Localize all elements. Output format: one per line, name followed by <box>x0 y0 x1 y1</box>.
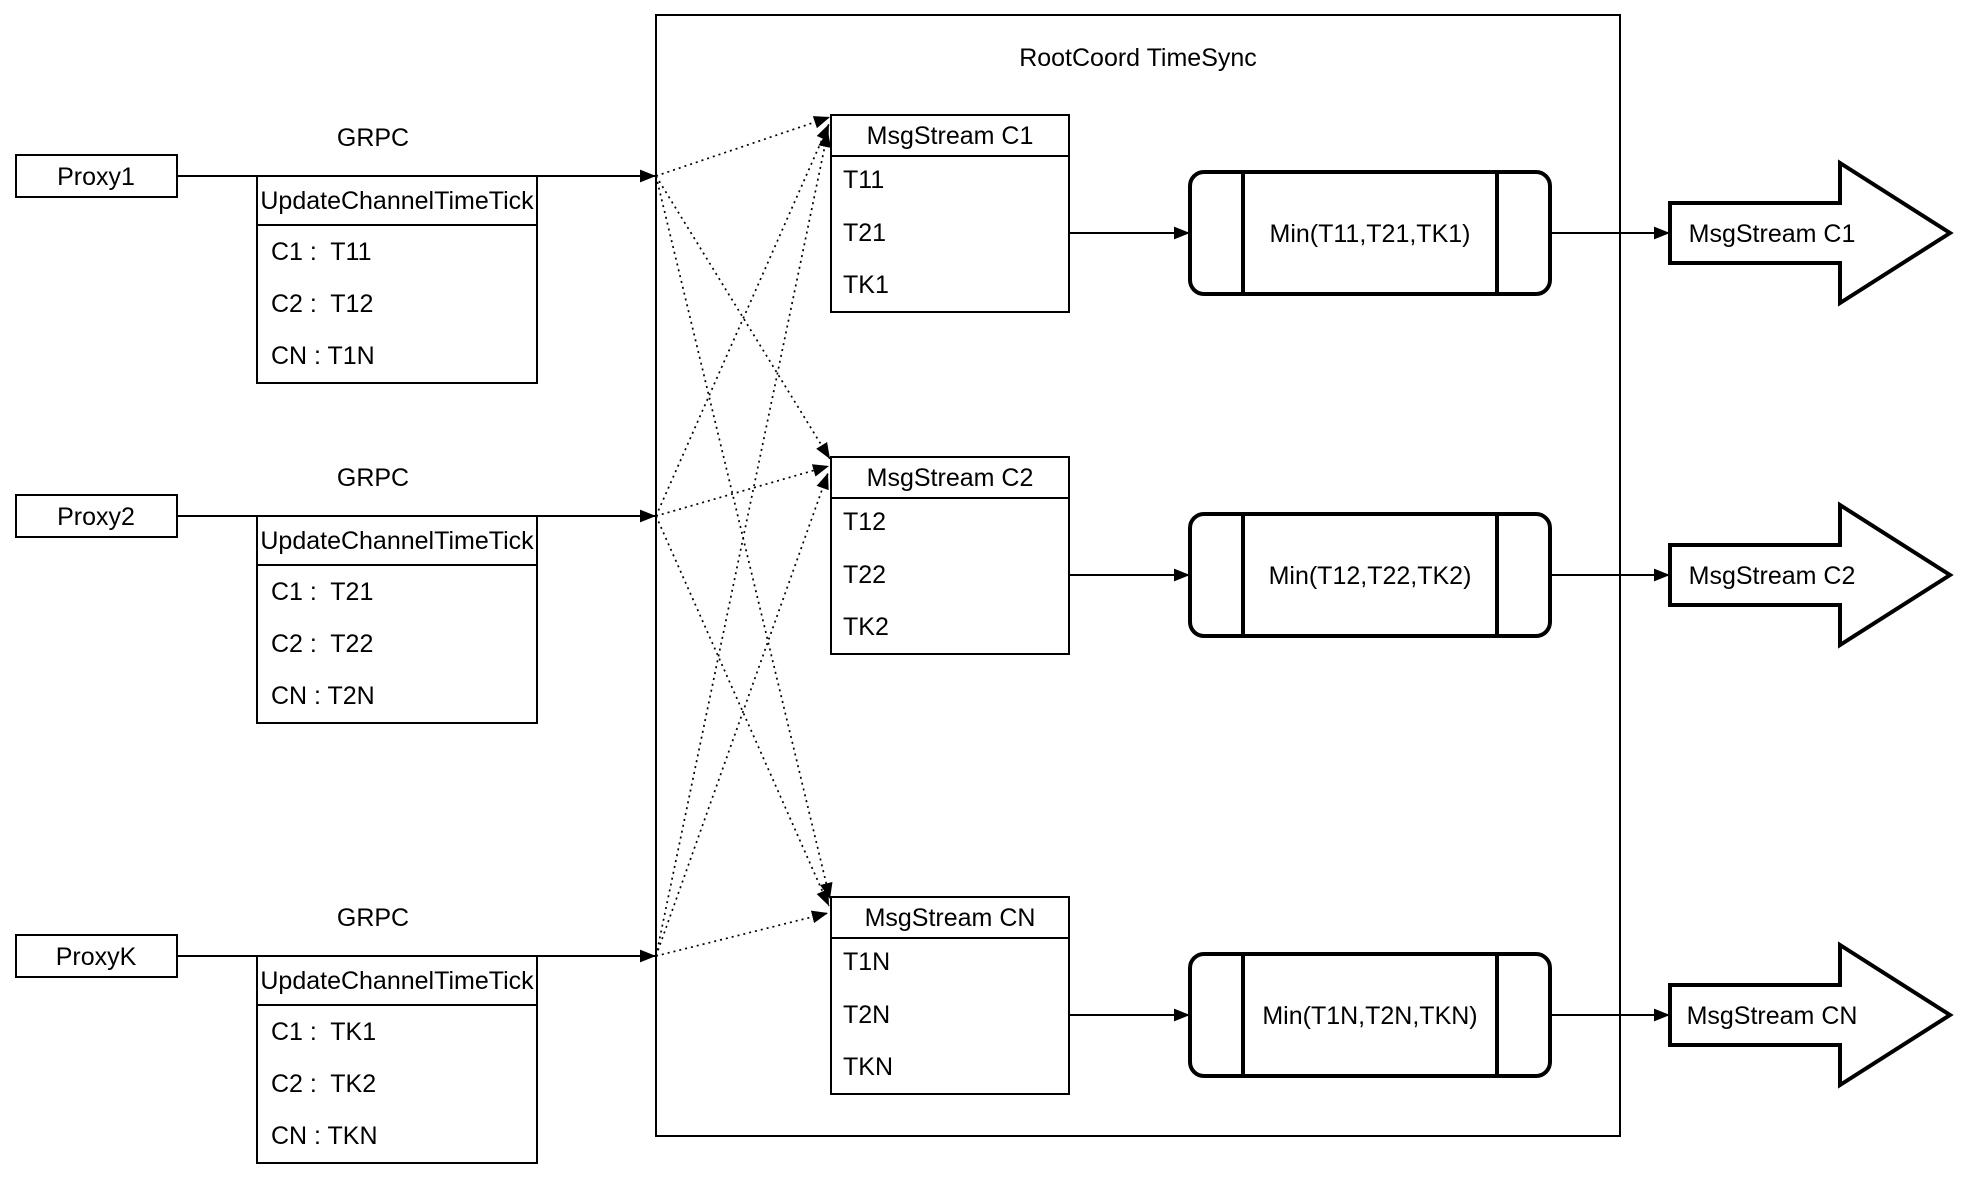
proxy1-label: Proxy1 <box>57 163 135 191</box>
fan-line-p2-c2 <box>655 464 830 517</box>
update-table-2-row-2: CN : T2N <box>271 682 375 710</box>
update-table-3-header: UpdateChannelTimeTick <box>260 967 534 995</box>
output-arrow-1-label: MsgStream C1 <box>1689 220 1856 248</box>
update-table-2-header: UpdateChannelTimeTick <box>260 527 534 555</box>
fanout-lines <box>655 116 833 957</box>
fan-line-p1-c1 <box>655 116 831 177</box>
output-arrow-1 <box>1668 159 1954 307</box>
output-arrow-3-label: MsgStream CN <box>1687 1002 1858 1030</box>
grpc-label-2: GRPC <box>337 464 409 492</box>
row-proxyk: ProxyK GRPC UpdateChannelTimeTick C1 : T… <box>15 896 1954 1164</box>
output-arrow-3 <box>1668 941 1954 1089</box>
fan-line-pk-c1 <box>655 130 831 957</box>
update-table-1-row-1: C2 : T12 <box>271 290 373 318</box>
update-table-2-row-1: C2 : T22 <box>271 630 373 658</box>
row-proxy1: Proxy1 GRPC UpdateChannelTimeTick C1 : T… <box>15 114 1954 384</box>
msgstream-table-3-header: MsgStream CN <box>865 904 1036 932</box>
update-table-2 <box>256 515 538 724</box>
proxy2-label: Proxy2 <box>57 503 135 531</box>
proxyk-label: ProxyK <box>56 943 137 971</box>
update-table-2-row-0: C1 : T21 <box>271 578 373 606</box>
msgstream-table-2 <box>830 456 1070 655</box>
update-table-1-row-0: C1 : T11 <box>271 238 372 266</box>
fan-line-p1-cn <box>655 175 833 900</box>
grpc-label-3: GRPC <box>337 904 409 932</box>
rootcoord-title: RootCoord TimeSync <box>1019 44 1257 72</box>
update-table-1-header: UpdateChannelTimeTick <box>260 187 534 215</box>
msgstream-table-1-row-2: TK1 <box>843 271 889 299</box>
proxy1-box <box>15 154 178 198</box>
proxyk-box <box>15 934 178 978</box>
msgstream-table-1-row-0: T11 <box>843 166 884 194</box>
msgstream-table-1 <box>830 114 1070 313</box>
output-arrow-2-label: MsgStream C2 <box>1689 562 1856 590</box>
msgstream-table-1-row-1: T21 <box>843 219 886 247</box>
min-label-1: Min(T11,T21,TK1) <box>1270 220 1471 248</box>
msgstream-table-2-row-0: T12 <box>843 508 886 536</box>
msgstream-table-3-row-2: TKN <box>843 1053 893 1081</box>
proxy2-box <box>15 494 178 538</box>
msgstream-table-2-row-1: T22 <box>843 561 886 589</box>
msgstream-table-2-row-2: TK2 <box>843 613 889 641</box>
msgstream-table-3-row-1: T2N <box>843 1001 890 1029</box>
update-table-3-row-1: C2 : TK2 <box>271 1070 376 1098</box>
msgstream-table-3-row-0: T1N <box>843 948 890 976</box>
msgstream-table-1-header: MsgStream C1 <box>867 122 1034 150</box>
grpc-label-1: GRPC <box>337 124 409 152</box>
min-label-3: Min(T1N,T2N,TKN) <box>1262 1002 1477 1030</box>
update-table-3-row-0: C1 : TK1 <box>271 1018 376 1046</box>
msgstream-table-3 <box>830 896 1070 1095</box>
update-table-3-row-2: CN : TKN <box>271 1122 378 1150</box>
fan-line-pk-c2 <box>655 472 829 957</box>
msgstream-table-2-header: MsgStream C2 <box>867 464 1034 492</box>
update-table-3 <box>256 955 538 1164</box>
output-arrow-2 <box>1668 501 1954 649</box>
min-label-2: Min(T12,T22,TK2) <box>1269 562 1472 590</box>
fan-line-p1-c2 <box>655 175 831 460</box>
update-table-1-row-2: CN : T1N <box>271 342 375 370</box>
fan-line-p2-cn <box>655 515 830 907</box>
row-proxy2: Proxy2 GRPC UpdateChannelTimeTick C1 : T… <box>15 456 1954 724</box>
update-table-1 <box>256 175 538 384</box>
